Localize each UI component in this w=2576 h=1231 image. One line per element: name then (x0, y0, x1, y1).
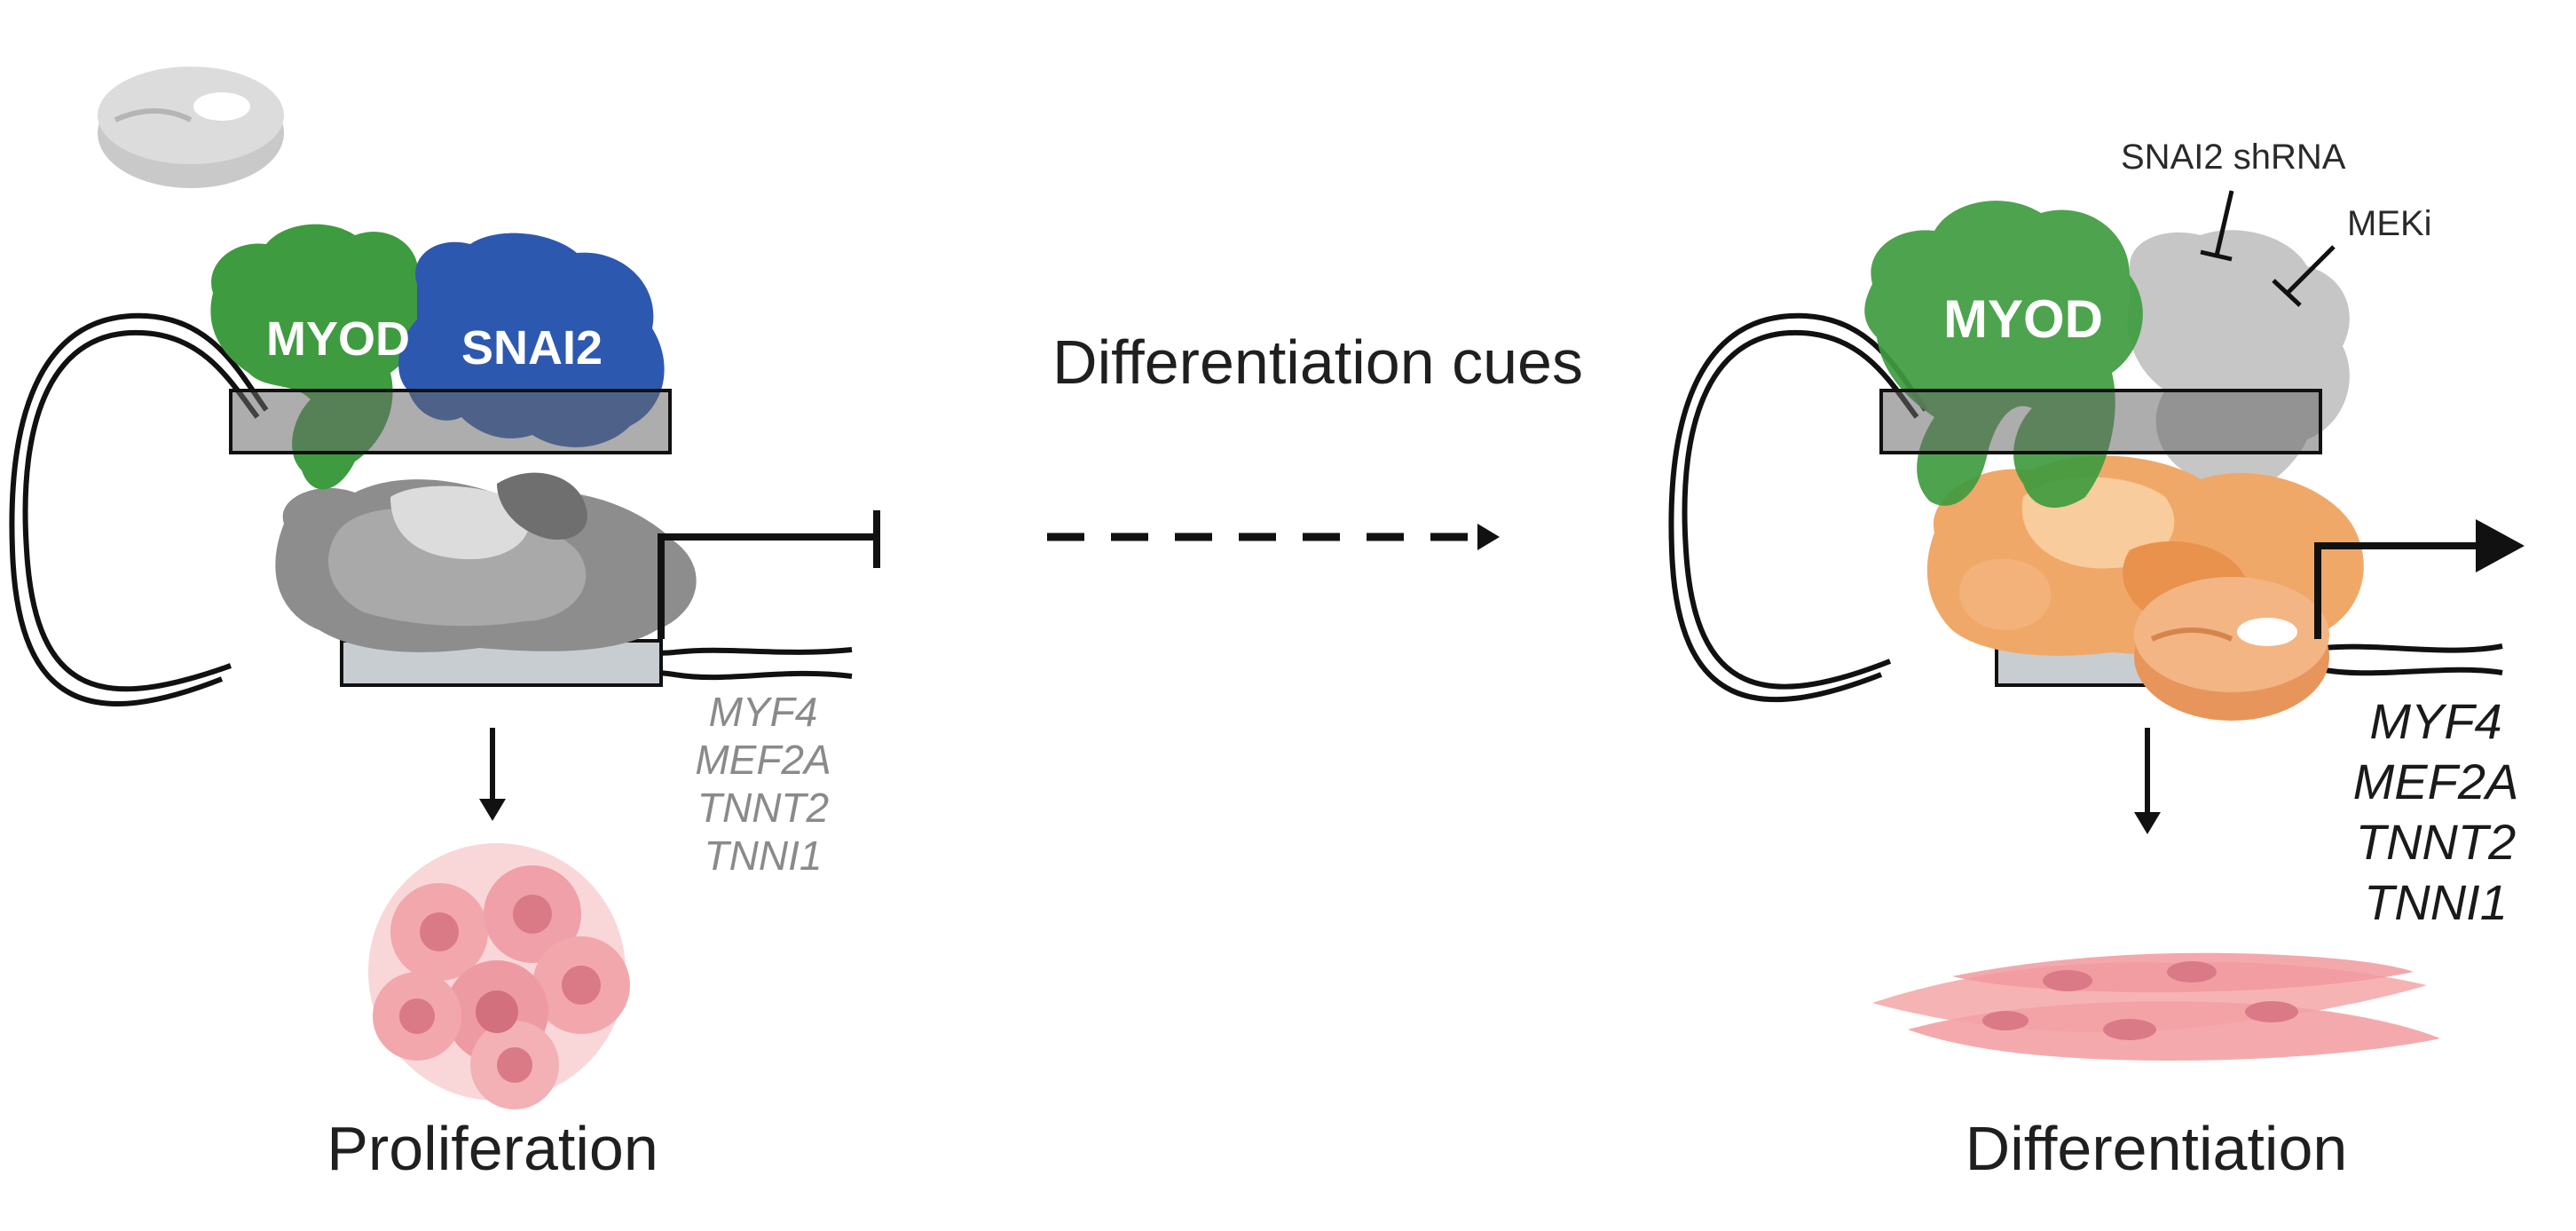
differentiated-cells-icon (1872, 952, 2440, 1061)
snai2-shrna-label: SNAI2 shRNA (2121, 138, 2346, 177)
ring-protein-icon (2134, 577, 2329, 721)
transcription-complex-gray (275, 472, 697, 652)
down-arrow-icon (479, 728, 506, 821)
enhancer-region (229, 389, 672, 454)
target-gene-list-left: MYF4 MEF2A TNNT2 TNNI1 (695, 689, 831, 879)
repression-arrow-icon (658, 510, 880, 639)
gene-label: MEF2A (695, 737, 831, 783)
inhibition-bar-icon (2272, 245, 2336, 307)
myod-label: MYOD (266, 312, 410, 366)
center-transition: Differentiation cues (1047, 327, 1583, 550)
inhibition-bar-icon (2200, 190, 2234, 262)
gene-label: TNNI1 (2364, 874, 2508, 930)
gene-label: MYF4 (2369, 693, 2501, 749)
gene-label: TNNT2 (2356, 814, 2516, 870)
differentiation-cues-label: Differentiation cues (1052, 327, 1583, 397)
snai2-label: SNAI2 (461, 321, 603, 375)
activation-arrow-icon (2314, 519, 2525, 639)
enhancer-region (1879, 389, 2322, 454)
right-panel: MYOD SNAI2 shRNA MEKi MYF4 MEF2A TNNT2 T… (1668, 138, 2525, 1183)
dashed-arrowhead-icon (1477, 524, 1500, 550)
myod-label: MYOD (1943, 289, 2103, 349)
left-panel: MYOD SNAI2 MYF4 MEF2A TNNT2 TNNI1 (9, 67, 880, 1183)
gene-label: MEF2A (2353, 754, 2519, 809)
gene-label: MYF4 (709, 689, 818, 735)
proliferation-label: Proliferation (327, 1114, 658, 1183)
gene-label: TNNI1 (705, 833, 823, 879)
ring-protein-icon (98, 67, 284, 188)
gene-label: TNNT2 (697, 785, 829, 831)
myod-protein-shape (1864, 201, 2143, 508)
meki-label: MEKi (2347, 204, 2432, 243)
target-gene-list-right: MYF4 MEF2A TNNT2 TNNI1 (2353, 693, 2519, 930)
differentiation-label: Differentiation (1965, 1114, 2348, 1183)
proliferating-cells-icon (368, 843, 630, 1109)
down-arrow-icon (2134, 728, 2161, 834)
